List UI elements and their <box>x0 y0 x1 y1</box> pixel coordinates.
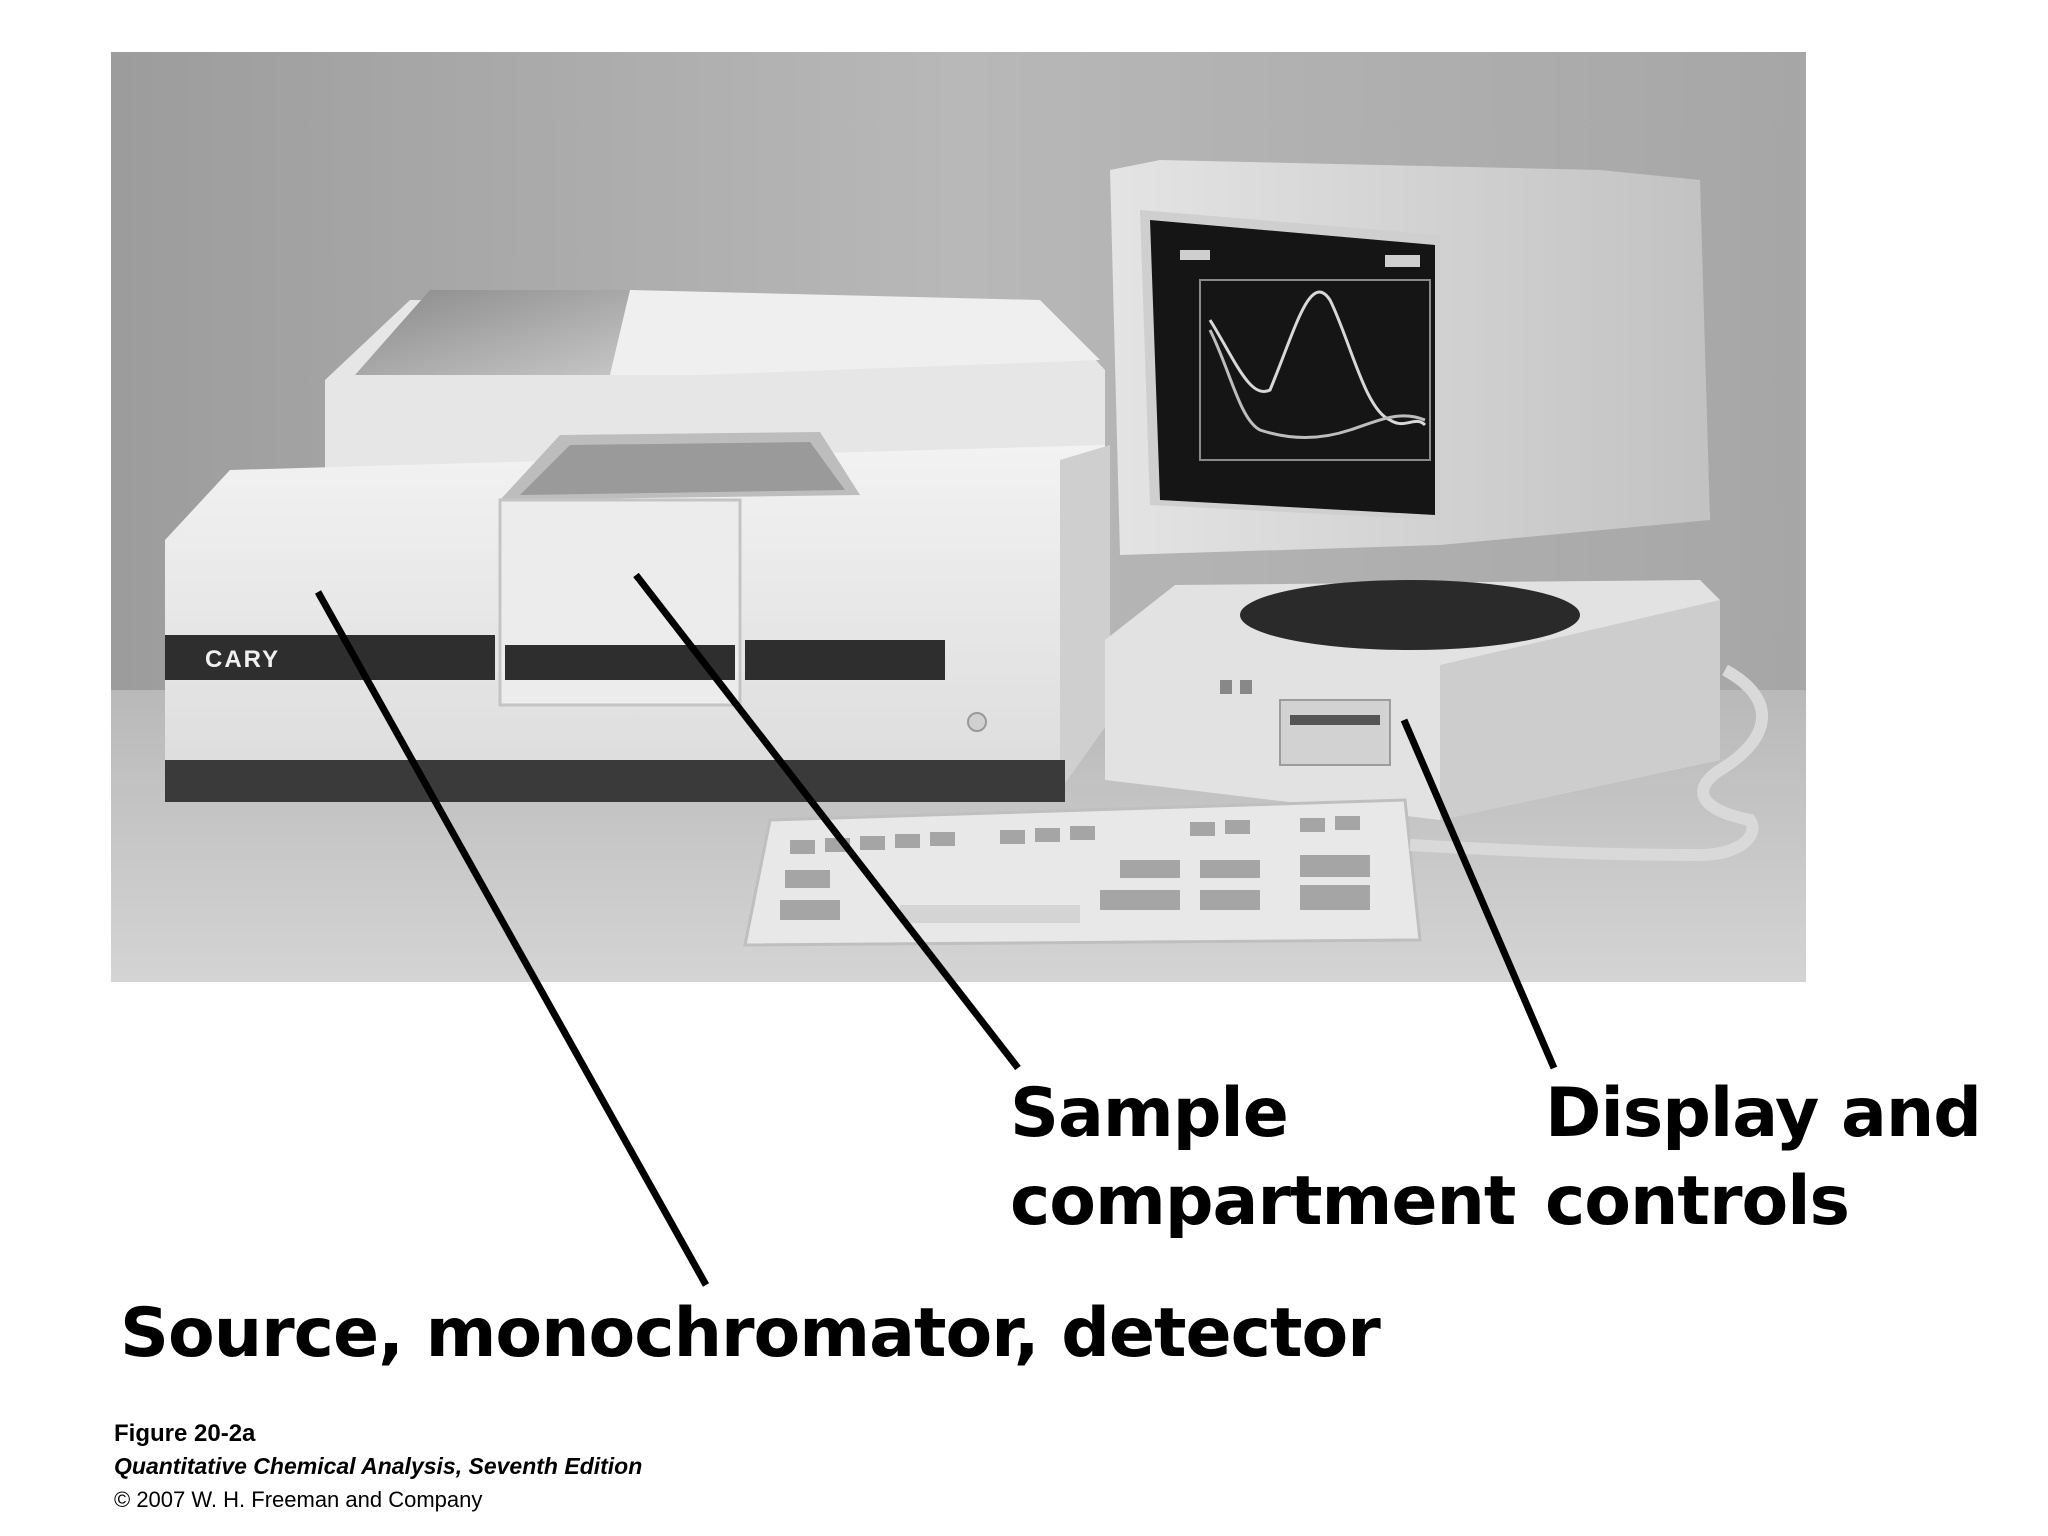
crt-monitor <box>1110 160 1710 650</box>
label-source-text: Source, monochromator, detector <box>120 1294 1381 1373</box>
leader-line-source <box>314 590 710 1287</box>
spectrophotometer: CARY <box>165 290 1110 802</box>
label-sample-line1: Sample <box>1010 1074 1289 1153</box>
desktop-computer <box>1105 580 1720 820</box>
instrument-brand: CARY <box>205 646 280 673</box>
coiled-cable <box>1409 664 1769 862</box>
book-title: Quantitative Chemical Analysis, Seventh … <box>114 1453 643 1479</box>
copyright-notice: © 2007 W. H. Freeman and Company <box>114 1487 483 1512</box>
label-sample-compartment: Sample compartment <box>1010 1070 1516 1246</box>
label-display-line2: controls <box>1545 1162 1850 1241</box>
figure-number: Figure 20-2a <box>114 1420 256 1447</box>
leader-line-display <box>1400 718 1558 1070</box>
figure-caption: Figure 20-2a Quantitative Chemical Analy… <box>114 1417 642 1516</box>
label-sample-line2: compartment <box>1010 1162 1516 1241</box>
label-display-line1: Display and <box>1545 1074 1982 1153</box>
label-source-monochromator-detector: Source, monochromator, detector <box>120 1290 1381 1378</box>
leader-line-sample <box>633 572 1021 1071</box>
keyboard <box>743 798 1422 947</box>
label-display-controls: Display and controls <box>1545 1070 1982 1246</box>
